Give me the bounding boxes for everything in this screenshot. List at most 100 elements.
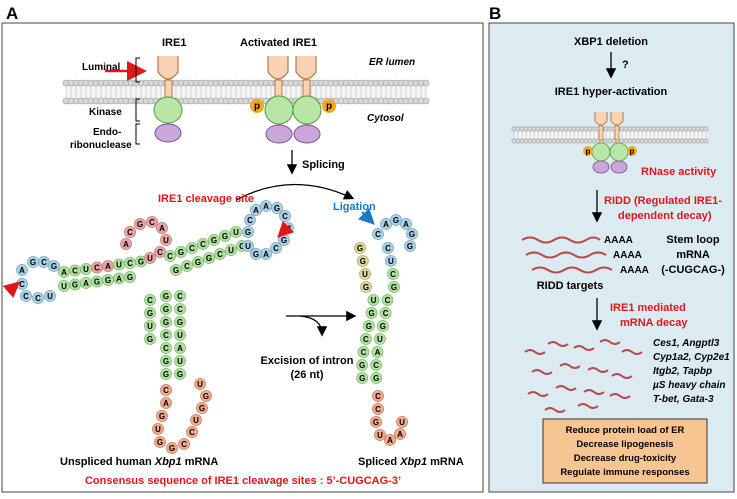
gene-list-5: T-bet, Gata-3 xyxy=(653,394,714,405)
svg-text:G: G xyxy=(281,236,287,245)
svg-text:G: G xyxy=(147,309,153,318)
svg-text:G: G xyxy=(147,335,153,344)
svg-text:C: C xyxy=(383,309,389,318)
mrna-fragment xyxy=(577,403,599,409)
svg-text:C: C xyxy=(167,252,173,261)
activated-ire1-dimer xyxy=(250,56,336,144)
er-membrane xyxy=(62,79,430,105)
p-small-right: p xyxy=(630,147,635,156)
mrna-fragment xyxy=(555,385,577,391)
svg-text:C: C xyxy=(375,230,381,239)
ridd-label-2: dependent decay) xyxy=(618,210,712,222)
svg-text:G: G xyxy=(380,322,386,331)
svg-text:G: G xyxy=(51,262,57,271)
svg-text:U: U xyxy=(388,257,394,266)
cytosol-label: Cytosol xyxy=(367,113,404,124)
svg-text:G: G xyxy=(359,361,365,370)
svg-text:U: U xyxy=(61,282,67,291)
excision-label-2: (26 nt) xyxy=(291,369,324,381)
svg-text:G: G xyxy=(199,404,205,413)
svg-text:U: U xyxy=(233,228,239,237)
gene-list-4: µS heavy chain xyxy=(652,380,725,391)
svg-text:A: A xyxy=(163,399,169,408)
svg-text:G: G xyxy=(359,374,365,383)
svg-text:C: C xyxy=(19,280,25,289)
svg-text:G: G xyxy=(138,258,144,267)
mrna-fragment xyxy=(531,369,553,375)
svg-text:G: G xyxy=(206,254,212,263)
svg-text:A: A xyxy=(83,279,89,288)
luminal-bracket xyxy=(135,57,140,83)
svg-text:U: U xyxy=(399,418,405,427)
svg-text:C: C xyxy=(147,296,153,305)
svg-text:C: C xyxy=(127,259,133,268)
ridd-target-mrnas xyxy=(521,236,613,274)
mrna-fragment xyxy=(524,349,546,355)
svg-text:A: A xyxy=(397,430,403,439)
svg-text:G: G xyxy=(157,438,163,447)
svg-text:A: A xyxy=(403,220,409,229)
svg-text:U: U xyxy=(116,261,122,270)
phospho-left xyxy=(250,99,264,113)
svg-text:C: C xyxy=(375,405,381,414)
svg-text:A: A xyxy=(253,206,259,215)
svg-text:G: G xyxy=(178,248,184,257)
mrna-fragment xyxy=(547,341,569,347)
svg-text:G: G xyxy=(363,283,369,292)
gene-list-2: Cyp1a2, Cyp2e1 xyxy=(653,352,730,363)
mrna-fragment xyxy=(544,407,566,413)
svg-text:G: G xyxy=(245,228,251,237)
ligation-arrow xyxy=(357,207,375,225)
svg-text:G: G xyxy=(222,232,228,241)
svg-text:G: G xyxy=(173,266,179,275)
svg-text:A: A xyxy=(383,220,389,229)
svg-text:A: A xyxy=(61,268,67,277)
svg-text:A: A xyxy=(263,250,269,259)
excision-label-1: Excision of intron xyxy=(261,355,354,367)
svg-text:C: C xyxy=(273,244,279,253)
panel-a-letter: A xyxy=(6,4,18,23)
svg-text:C: C xyxy=(189,244,195,253)
cleavage-site-label: IRE1 cleavage site xyxy=(158,193,254,205)
mrna-fragment xyxy=(587,367,609,373)
er-membrane-small xyxy=(511,126,709,144)
panel-b-frame xyxy=(488,22,735,493)
svg-text:G: G xyxy=(357,244,363,253)
svg-text:A: A xyxy=(177,344,183,353)
endo-label-1: Endo- xyxy=(93,127,121,138)
svg-text:C: C xyxy=(239,242,245,251)
svg-text:G: G xyxy=(195,258,201,267)
ridd-targets-label: RIDD targets xyxy=(537,280,604,292)
excision-curve xyxy=(299,315,328,337)
svg-text:U: U xyxy=(147,322,153,331)
svg-text:G: G xyxy=(163,357,169,366)
rnase-activity-label: RNase activity xyxy=(641,166,717,178)
svg-text:U: U xyxy=(193,416,199,425)
svg-text:G: G xyxy=(393,216,399,225)
svg-text:G: G xyxy=(30,258,36,267)
svg-text:C: C xyxy=(177,305,183,314)
unspliced-caption: Unspliced human Xbp1 mRNA xyxy=(60,456,218,468)
mrna-fragment xyxy=(621,349,643,355)
svg-text:G: G xyxy=(177,370,183,379)
cleavage-arrow-right xyxy=(277,220,295,238)
svg-text:A: A xyxy=(375,348,381,357)
svg-text:C: C xyxy=(163,386,169,395)
er-lumen-label: ER lumen xyxy=(369,57,415,68)
question-mark: ? xyxy=(622,59,629,71)
ire1-label: IRE1 xyxy=(162,37,186,49)
svg-text:G: G xyxy=(391,283,397,292)
decay-label-1: IRE1 mediated xyxy=(610,302,686,314)
svg-text:C: C xyxy=(177,292,183,301)
svg-text:C: C xyxy=(385,244,391,253)
svg-text:C: C xyxy=(181,440,187,449)
svg-text:A: A xyxy=(387,436,393,445)
svg-text:U: U xyxy=(155,425,161,434)
svg-text:G: G xyxy=(169,444,175,453)
mrna-fragment xyxy=(559,363,581,369)
outcome-4: Regulate immune responses xyxy=(560,467,689,478)
svg-text:G: G xyxy=(163,370,169,379)
svg-text:U: U xyxy=(377,335,383,344)
decay-label-2: mRNA decay xyxy=(620,317,688,329)
